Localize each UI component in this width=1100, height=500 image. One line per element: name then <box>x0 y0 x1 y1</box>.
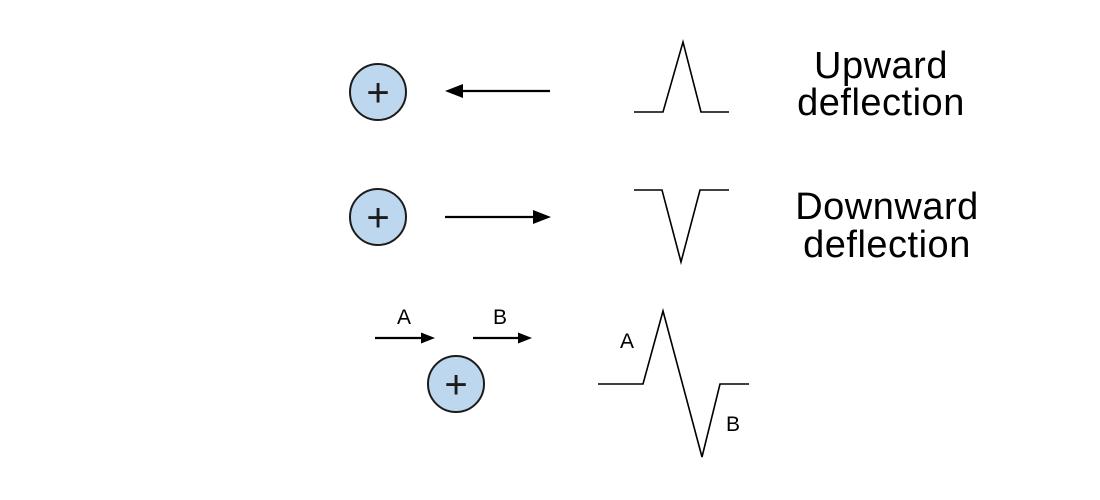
plus-icon: + <box>366 71 389 115</box>
arrow-a-label: A <box>397 306 411 329</box>
plus-icon: + <box>444 363 467 407</box>
right-arrow-b-icon <box>473 332 532 344</box>
left-arrow-icon <box>445 84 550 98</box>
downward-deflection-row: + Downward deflection <box>349 186 979 266</box>
upward-spike-waveform <box>634 38 729 113</box>
label-line2: deflection <box>797 82 965 124</box>
electrode-circle <box>349 188 407 246</box>
biphasic-row: A B + A B <box>375 306 749 458</box>
upward-deflection-row: + Upward deflection <box>349 38 965 124</box>
electrode-circle <box>427 355 485 413</box>
downward-spike-waveform <box>634 189 729 266</box>
label-line1: Upward <box>814 45 948 87</box>
arrow-head <box>533 210 551 224</box>
right-arrow-icon <box>445 210 551 224</box>
arrow-head <box>518 332 532 344</box>
plus-icon: + <box>366 196 389 240</box>
downward-deflection-label: Downward deflection <box>795 186 979 266</box>
right-arrow-a-icon <box>375 332 435 344</box>
wave-phase-a-label: A <box>620 330 634 353</box>
upward-deflection-label: Upward deflection <box>797 45 965 124</box>
label-line1: Downward <box>795 186 979 228</box>
arrow-b-label: B <box>493 306 507 329</box>
label-line2: deflection <box>803 224 971 266</box>
biphasic-waveform <box>598 307 749 458</box>
arrow-head <box>421 332 435 344</box>
electrode-circle <box>349 63 407 121</box>
wave-phase-b-label: B <box>726 413 740 436</box>
arrow-head <box>445 84 463 98</box>
